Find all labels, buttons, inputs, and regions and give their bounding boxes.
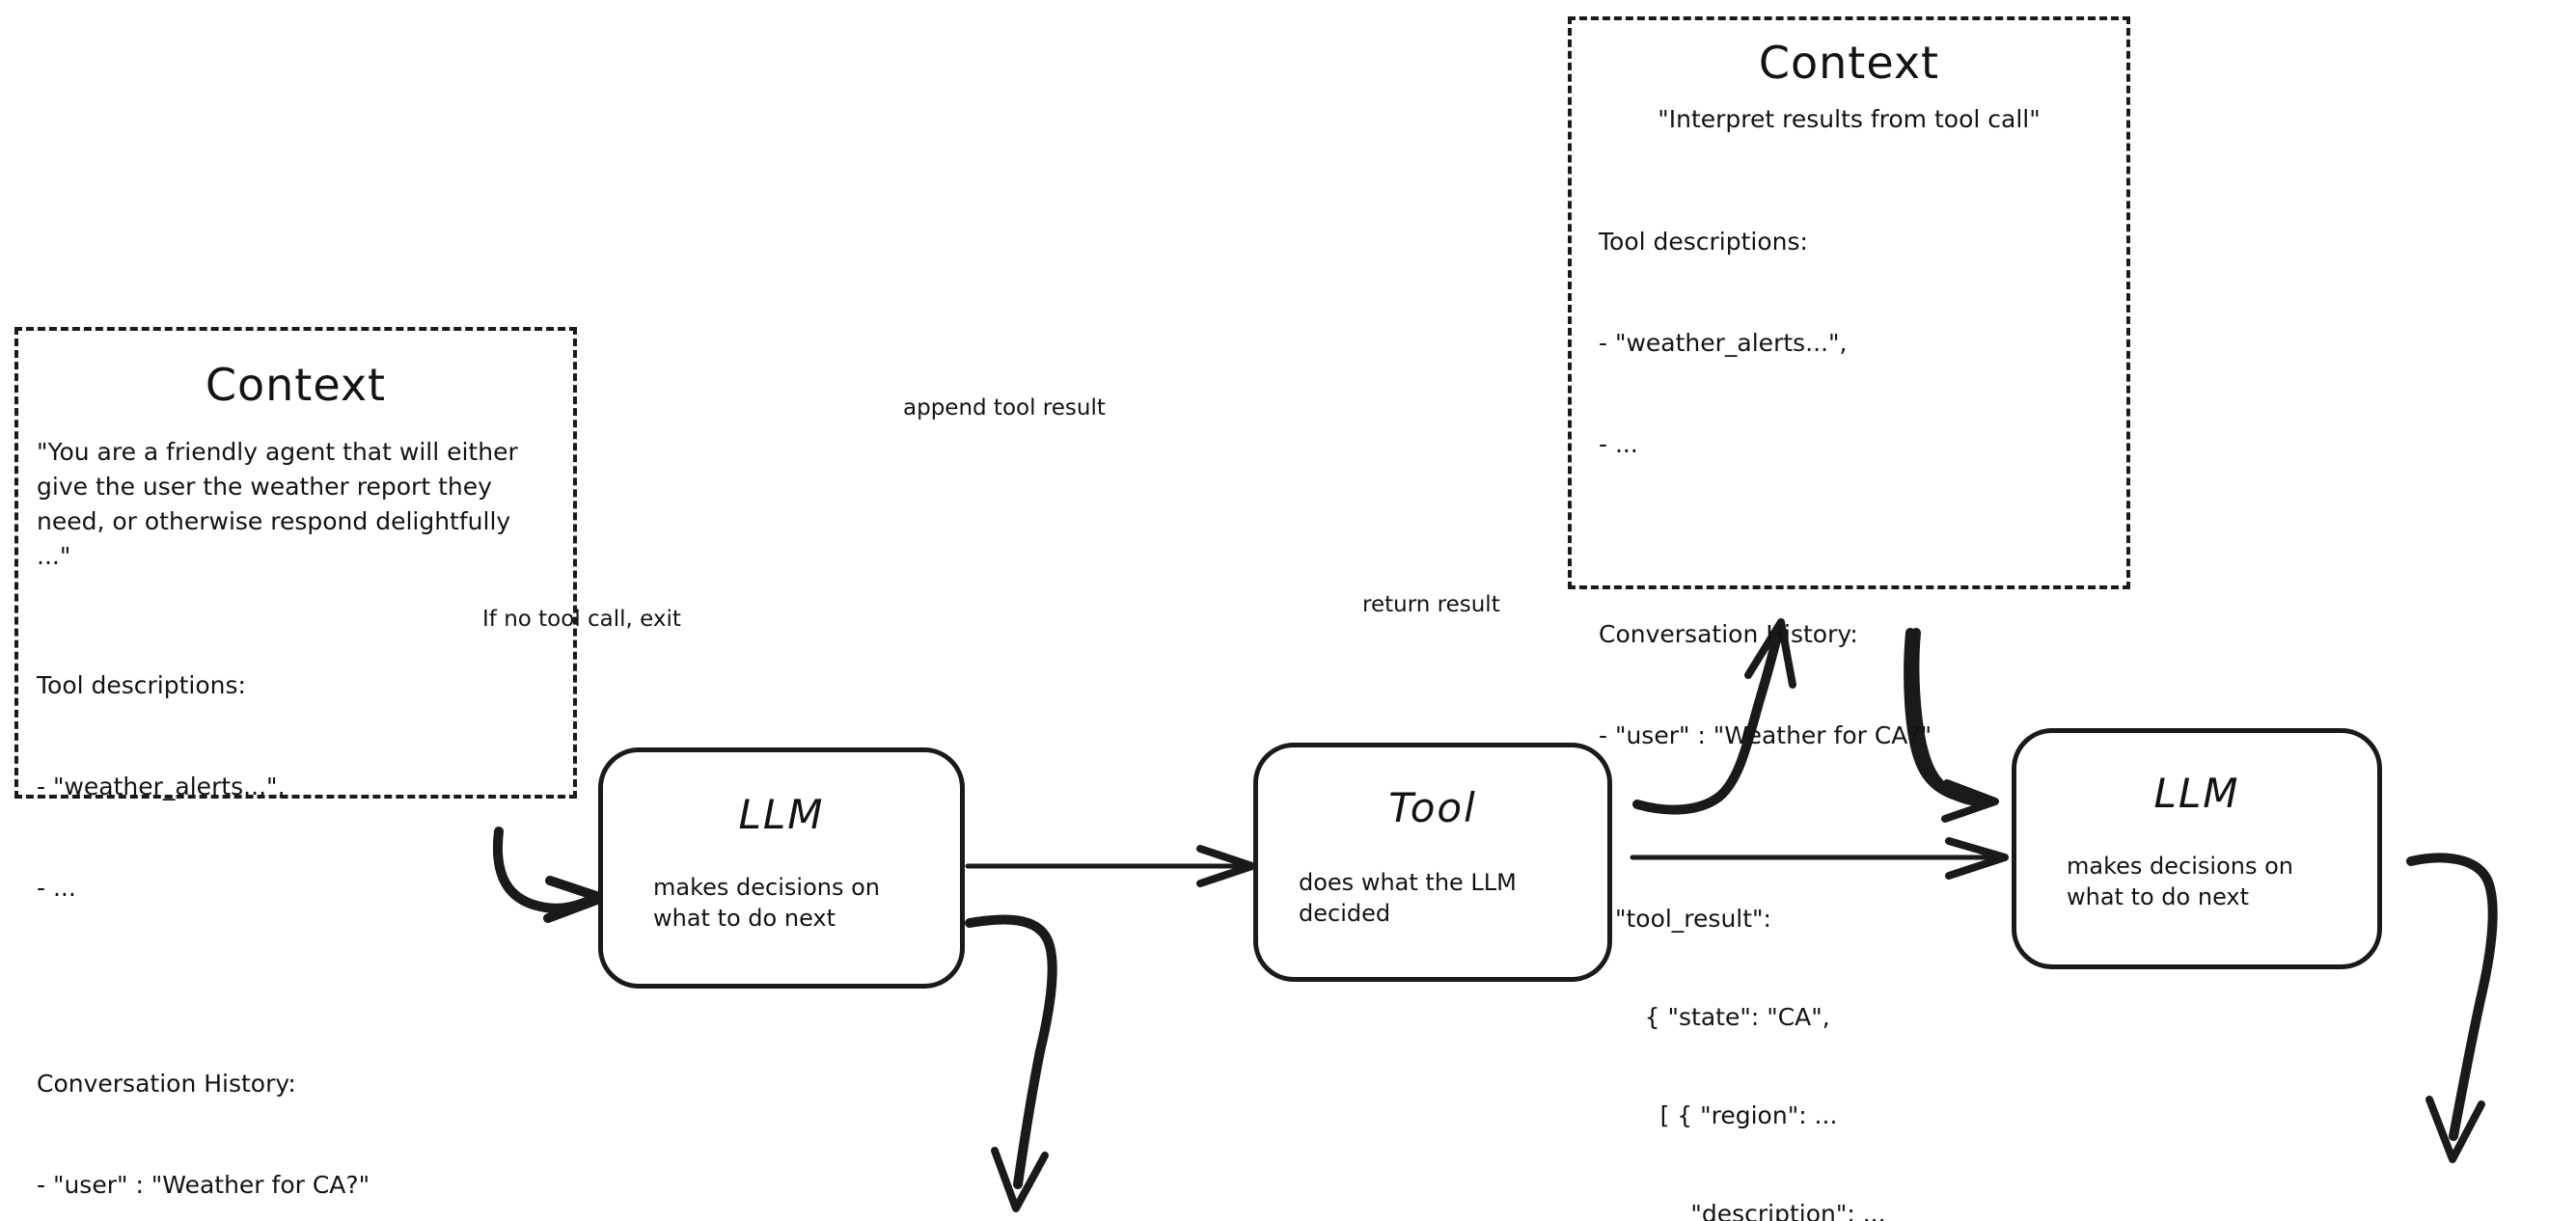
node-tool-title: Tool — [1388, 784, 1477, 831]
context-left-system-prompt: "You are a friendly agent that will eith… — [37, 438, 526, 570]
edge-llm2-return — [2406, 853, 2498, 1163]
conversation-item: - "user" : "Weather for CA?" — [37, 1171, 370, 1199]
context-right-conversation: Conversation History: - "user" : "Weathe… — [1599, 550, 2126, 820]
context-right-title: Context — [1758, 37, 1940, 89]
edge-label-append-tool-result: append tool result — [903, 395, 1106, 421]
context-left-conversation: Conversation History: - "user" : "Weathe… — [37, 999, 573, 1221]
tool-result-line: "description": ... — [1599, 1200, 1886, 1221]
conversation-heading: Conversation History: — [1599, 620, 1858, 648]
node-tool-subtitle: does what the LLM decided — [1299, 869, 1517, 927]
tool-result-line: { "state": "CA", — [1599, 1003, 1830, 1031]
conversation-heading: Conversation History: — [37, 1070, 296, 1098]
tool-description-item: - ... — [37, 874, 76, 902]
node-tool: Tool does what the LLM decided — [1253, 743, 1612, 982]
tool-descriptions-heading: Tool descriptions: — [1599, 228, 1808, 256]
context-left-title: Context — [205, 359, 387, 411]
edge-llm1-exit — [965, 914, 1057, 1212]
node-llm-second-title: LLM — [2153, 770, 2240, 817]
context-right-system-prompt: "Interpret results from tool call" — [1658, 105, 2041, 133]
node-llm-second-subtitle: makes decisions on what to do next — [2067, 853, 2293, 910]
tool-descriptions-heading: Tool descriptions: — [37, 671, 246, 699]
tool-description-item: - "weather_alerts...", — [1599, 329, 1848, 357]
edge-llm1-to-tool — [965, 845, 1256, 887]
node-llm-first-title: LLM — [738, 791, 825, 838]
node-llm-second: LLM makes decisions on what to do next — [2012, 728, 2382, 969]
edge-label-return-result: return result — [1362, 592, 1500, 617]
conversation-item: - "user" : "Weather for CA?" — [1599, 721, 1932, 749]
context-right-tool-descriptions: Tool descriptions: - "weather_alerts..."… — [1599, 157, 2126, 529]
node-llm-first: LLM makes decisions on what to do next — [598, 747, 965, 989]
context-right-tool-result: - "tool_result": { "state": "CA", [ { "r… — [1599, 837, 2126, 1221]
context-left-tool-descriptions: Tool descriptions: - "weather_alerts..."… — [37, 601, 573, 972]
tool-description-item: - "weather_alerts...", — [37, 773, 286, 800]
edge-label-exit: If no tool call, exit — [482, 607, 681, 632]
node-llm-first-subtitle: makes decisions on what to do next — [653, 874, 880, 932]
context-box-right: Context "Interpret results from tool cal… — [1568, 16, 2130, 1221]
tool-description-item: - ... — [1599, 430, 1638, 458]
tool-result-line: [ { "region": ... — [1599, 1101, 1838, 1129]
context-box-left: Context "You are a friendly agent that w… — [14, 327, 577, 1199]
